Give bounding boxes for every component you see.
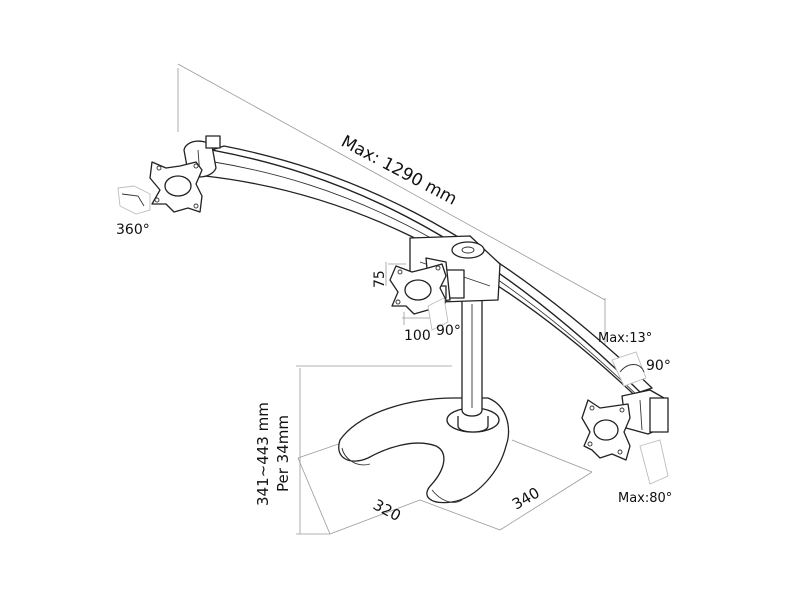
center-vesa-plate (389, 263, 447, 315)
tilt-arc-icon (611, 351, 669, 485)
height-range-label: 341~443 mm (254, 402, 272, 506)
rotation-360-label: 360° (116, 222, 150, 238)
left-vesa-plate (149, 161, 203, 213)
rotation-360-icon (117, 185, 151, 215)
support-pole (461, 299, 483, 417)
rotate-90-center-label: 90° (436, 323, 461, 339)
rotate-90-right-label: 90° (646, 358, 671, 374)
desk-stand-base (338, 397, 510, 504)
base-depth-label: 320 (370, 496, 404, 525)
vesa-100-label: 100 (404, 328, 431, 344)
dimension-lines (177, 63, 606, 535)
vesa-75-label: 75 (372, 270, 388, 288)
center-rotate-icon (427, 297, 449, 331)
height-step-label: Per 34mm (274, 415, 292, 492)
tilt-max-up-label: Max:13° (598, 331, 652, 346)
right-vesa-plate (581, 399, 631, 461)
base-width-label: 340 (509, 484, 543, 514)
tilt-max-down-label: Max:80° (618, 491, 672, 506)
